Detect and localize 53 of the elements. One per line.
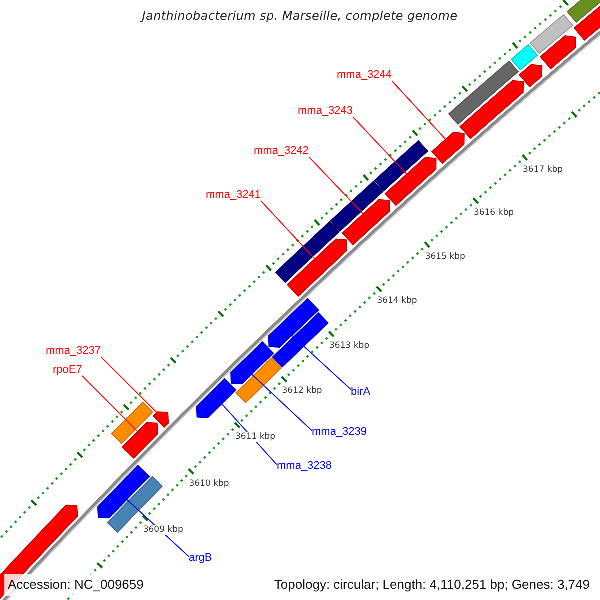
leader-line (291, 334, 352, 390)
gene-block (230, 341, 274, 385)
gene-block (97, 464, 150, 519)
gene-block (152, 412, 170, 428)
scale-label: 3613 kbp (328, 341, 371, 352)
category-bar (275, 221, 340, 284)
scale-label: 3617 kbp (522, 164, 564, 175)
gene-block (518, 64, 543, 88)
scale-label: 3610 kbp (188, 478, 230, 489)
category-bar (236, 358, 282, 404)
map-title: Janthinobacterium sp. Marseille, complete genome (142, 9, 458, 24)
category-bar (111, 402, 154, 444)
leader-line (100, 356, 158, 414)
scale-label: 3612 kbp (281, 386, 324, 396)
leader-line (392, 80, 447, 141)
leader-line (260, 200, 316, 260)
leader-line (126, 498, 190, 558)
category-bar (374, 140, 429, 192)
gene-block (540, 35, 576, 70)
category-bar (330, 180, 384, 232)
gene-label: mma_3242 (254, 145, 310, 157)
gene-block (460, 80, 524, 140)
gene-block (268, 298, 320, 348)
leader-line (352, 116, 408, 176)
gene-label: mma_3244 (337, 69, 392, 81)
category-bar (107, 476, 164, 534)
category-bar (530, 14, 574, 54)
gene-label: mma_3237 (46, 345, 102, 357)
gene-label: mma_3239 (312, 426, 368, 438)
category-bar (510, 44, 538, 71)
scale-label: 3615 kbp (424, 252, 466, 262)
scale-label: 3616 kbp (472, 208, 516, 218)
gene-label: mma_3243 (298, 105, 354, 117)
scale-label: 3609 kbp (142, 525, 184, 536)
gene-label: rpoE7 (53, 364, 82, 376)
leader-line (82, 376, 139, 433)
gene-block (286, 238, 348, 298)
category-bar (448, 60, 520, 126)
gene-label: mma_3241 (206, 189, 262, 201)
gene-label: argB (189, 552, 212, 564)
gene-block (342, 199, 390, 246)
scale-label: 3611 kbp (234, 432, 277, 442)
gene-block (384, 157, 437, 206)
category-bar (272, 312, 329, 368)
gene-block (431, 132, 465, 164)
scale-label: 3614 kbp (376, 296, 418, 306)
gene-label: mma_3238 (277, 460, 332, 472)
gene-label: birA (351, 386, 371, 398)
leader-line (308, 156, 365, 216)
gene-block (196, 378, 237, 418)
category-bar (566, 0, 600, 24)
gene-block (122, 422, 158, 460)
leader-line (250, 373, 312, 432)
